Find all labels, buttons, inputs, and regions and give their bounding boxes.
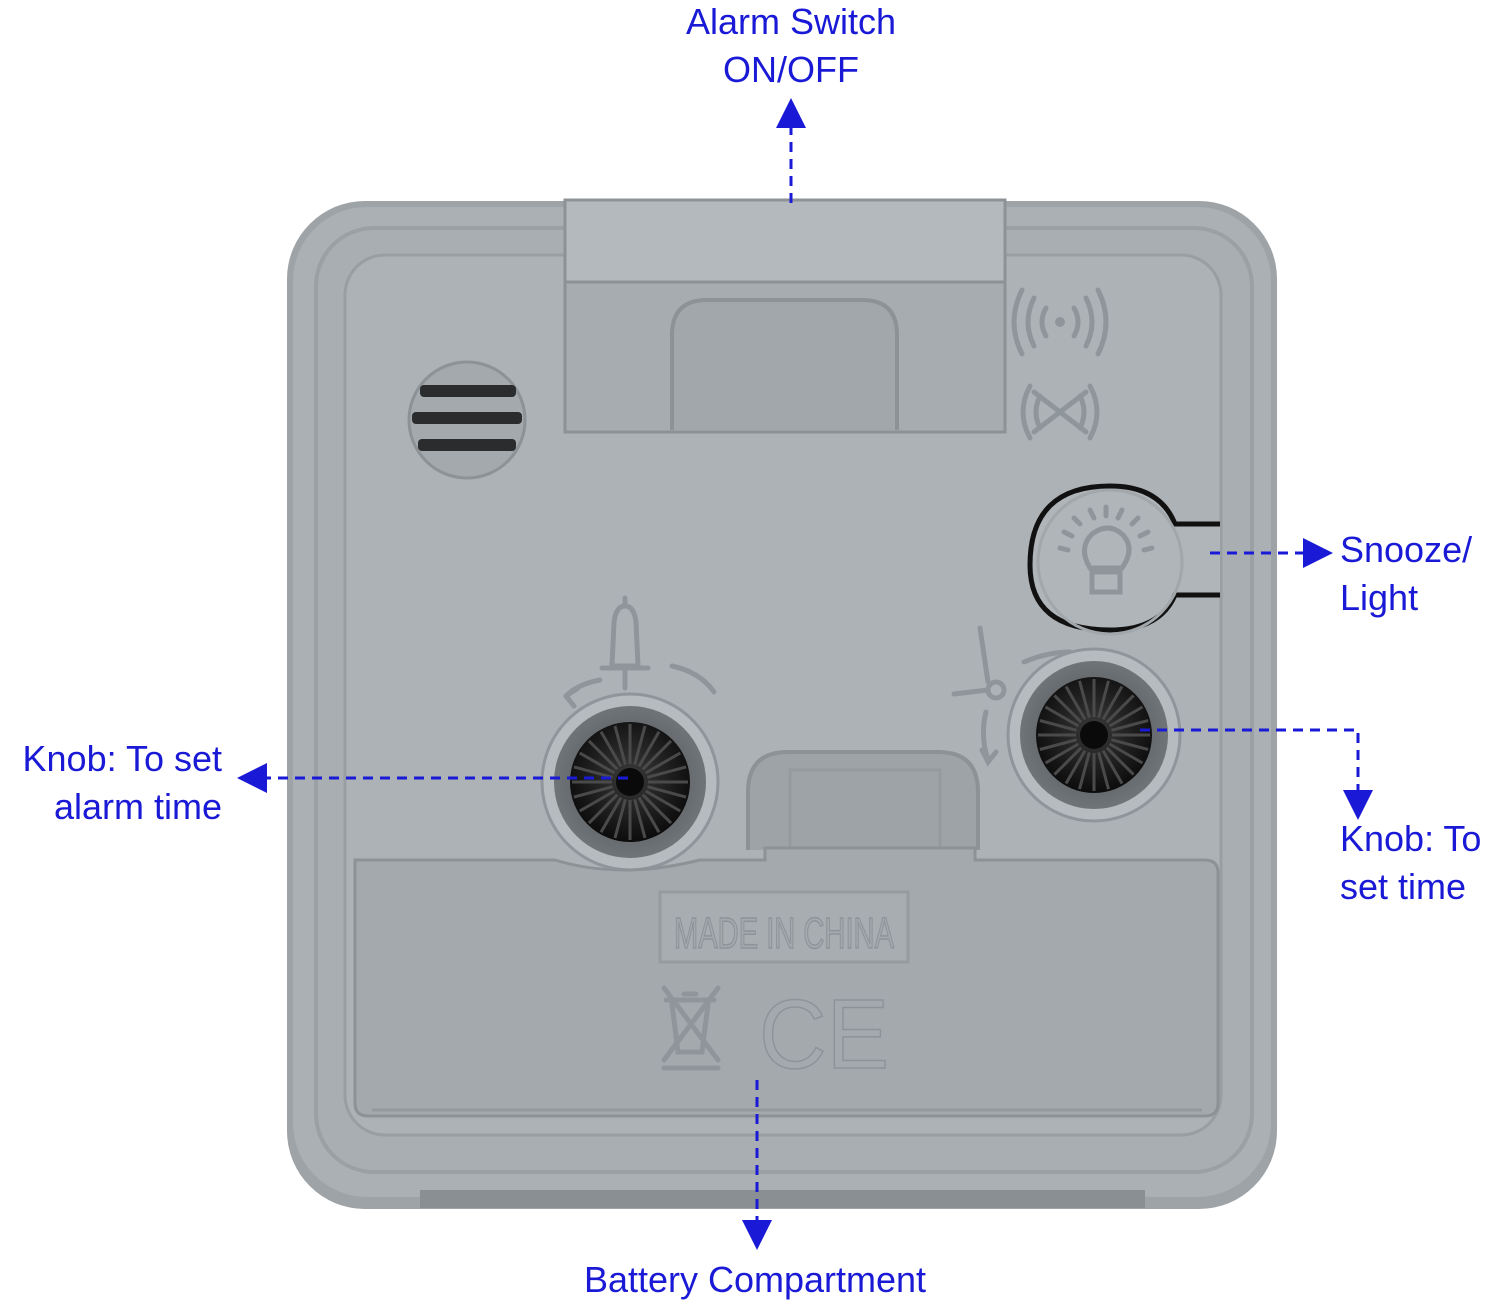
bell-icon bbox=[563, 595, 717, 709]
knob-ridge bbox=[1044, 742, 1080, 765]
knob-ridge bbox=[1108, 705, 1144, 728]
light-bulb-icon bbox=[1057, 504, 1155, 595]
callout-time-knob-line2: set time bbox=[1340, 866, 1467, 907]
callout-alarm-switch: Alarm Switch ON/OFF bbox=[660, 0, 922, 94]
knob-ridge bbox=[633, 725, 647, 766]
knob-ridge bbox=[1097, 751, 1110, 790]
knob-ridge bbox=[637, 796, 661, 833]
callout-battery-line1: Battery Compartment bbox=[583, 1259, 927, 1300]
knob-ridge bbox=[1097, 680, 1110, 719]
callout-time-knob: Knob: To set time bbox=[1340, 815, 1498, 911]
knob-ridge bbox=[1105, 694, 1135, 724]
knob-ridge bbox=[573, 765, 614, 779]
knob-ridge bbox=[1053, 694, 1083, 724]
knob-ridge bbox=[579, 751, 616, 775]
knob-ridge bbox=[613, 798, 627, 839]
knob-ridge bbox=[587, 793, 619, 825]
callout-snooze-light-line1: Snooze/ bbox=[1340, 529, 1473, 570]
callout-time-knob-line1: Knob: To bbox=[1340, 818, 1482, 859]
knob-ridge bbox=[579, 789, 616, 813]
knob-ridge bbox=[613, 725, 627, 766]
knob-ridge bbox=[1078, 751, 1091, 790]
knob-ridge bbox=[633, 798, 647, 839]
knob-ridge bbox=[1064, 749, 1087, 785]
knob-ridge bbox=[646, 785, 687, 799]
alarm-on-icon bbox=[1011, 287, 1109, 357]
alarm-switch[interactable] bbox=[563, 198, 1007, 434]
stamp-text: MADE IN CHINA bbox=[674, 909, 894, 958]
alarm-mute-icon bbox=[1020, 383, 1100, 441]
ce-mark: CE bbox=[758, 978, 890, 1090]
knob-ridge bbox=[644, 751, 681, 775]
callout-battery: Battery Compartment bbox=[540, 1256, 970, 1304]
made-in-china-stamp: MADE IN CHINA bbox=[658, 890, 910, 964]
knob-ridge bbox=[1110, 738, 1149, 751]
knob-ridge bbox=[1105, 746, 1135, 776]
knob-ridge bbox=[1064, 685, 1087, 721]
recycle-bin-crossed-icon bbox=[661, 985, 721, 1071]
speaker-grille bbox=[407, 360, 527, 480]
knob-ridge bbox=[641, 793, 673, 825]
knob-ridge bbox=[1108, 742, 1144, 765]
knob-ridge bbox=[1078, 680, 1091, 719]
leader-time-knob bbox=[1140, 728, 1373, 820]
knob-ridge bbox=[1039, 738, 1078, 751]
knob-ridge bbox=[599, 796, 623, 833]
callout-alarm-switch-line2: ON/OFF bbox=[723, 49, 859, 90]
knob-ridge bbox=[637, 731, 661, 768]
knob-ridge bbox=[1044, 705, 1080, 728]
alarm-time-knob[interactable] bbox=[540, 692, 720, 872]
knob-ridge bbox=[1101, 749, 1124, 785]
callout-snooze-light: Snooze/ Light bbox=[1340, 526, 1495, 622]
knob-ridge bbox=[644, 789, 681, 813]
knob-ridge bbox=[641, 739, 673, 771]
callout-alarm-knob-line1: Knob: To set bbox=[22, 738, 222, 779]
knob-ridge bbox=[646, 765, 687, 779]
knob-ridge bbox=[573, 785, 614, 799]
leader-lines bbox=[237, 98, 1373, 1250]
knob-ridge bbox=[1053, 746, 1083, 776]
knob-ridge bbox=[1101, 685, 1124, 721]
time-set-knob[interactable] bbox=[1006, 647, 1182, 823]
ce-mark-text: CE bbox=[759, 979, 889, 1089]
knob-ridge bbox=[599, 731, 623, 768]
callout-alarm-knob-line2: alarm time bbox=[53, 786, 222, 827]
callout-alarm-switch-line1: Alarm Switch bbox=[685, 1, 897, 42]
battery-compartment-cover[interactable] bbox=[353, 846, 1220, 1118]
callout-alarm-knob: Knob: To set alarm time bbox=[0, 735, 222, 831]
knob-ridge bbox=[1039, 719, 1078, 732]
callout-snooze-light-line2: Light bbox=[1340, 577, 1419, 618]
stand-notch bbox=[746, 750, 980, 850]
knob-ridge bbox=[587, 739, 619, 771]
knob-ridge bbox=[1110, 719, 1149, 732]
